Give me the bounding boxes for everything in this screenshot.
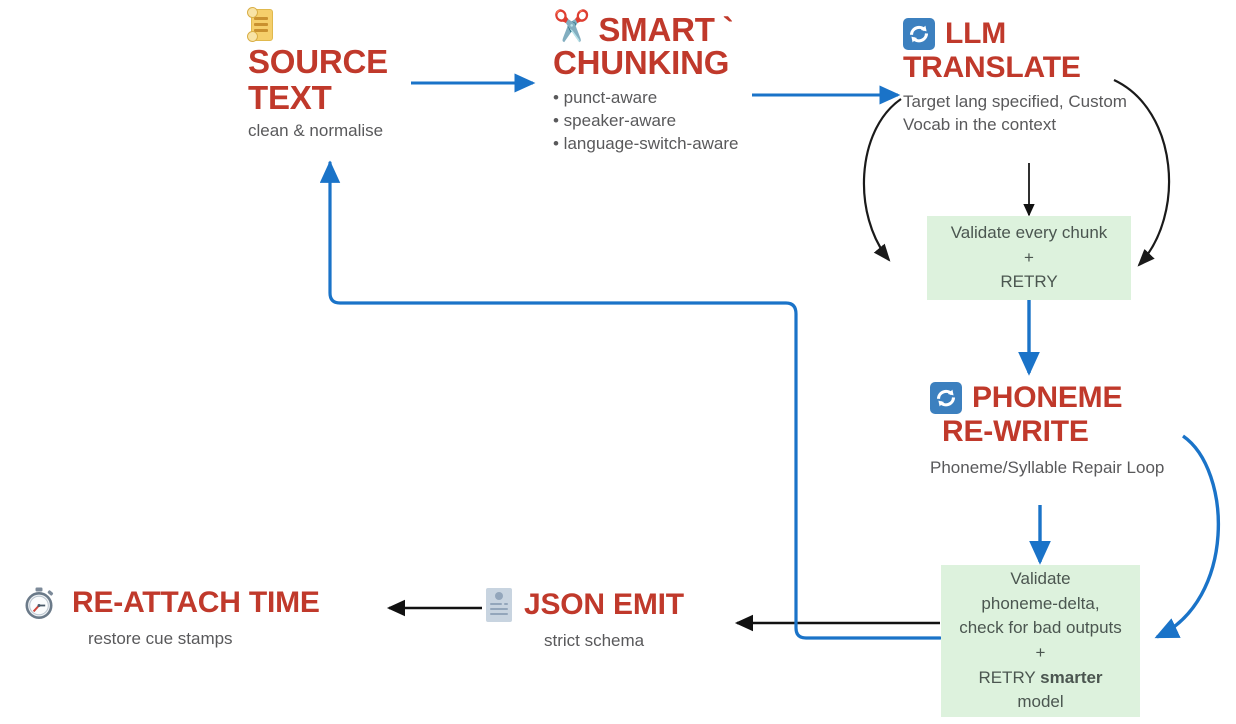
llm-translate-subtitle-line1: Target lang specified, Custom: [903, 91, 1127, 111]
sync-icon: [930, 382, 962, 415]
json-emit-subtitle: strict schema: [544, 631, 645, 650]
validate-chunk-line3: RETRY: [1000, 272, 1058, 292]
smart-chunking-tick: `: [722, 11, 734, 48]
llm-translate-title-line1: LLM: [945, 17, 1007, 50]
validate-chunk-line2: +: [1024, 247, 1034, 267]
validate-phoneme-line2: phoneme-delta,: [981, 593, 1100, 613]
validate-phoneme-line3: check for bad outputs: [959, 618, 1122, 638]
validate-phoneme-line5: RETRY smarter: [978, 666, 1102, 691]
re-attach-time-title: RE-ATTACH TIME: [72, 585, 320, 619]
validate-chunk-line1: Validate every chunk: [950, 223, 1108, 243]
validate-chunk-box[interactable]: Validate every chunk + RETRY: [927, 216, 1131, 300]
validate-phoneme-box[interactable]: Validate phoneme-delta, check for bad ou…: [941, 565, 1140, 717]
node-re-attach-time[interactable]: RE-ATTACH TIME restore cue stamps: [22, 586, 382, 651]
node-source-text[interactable]: SOURCE TEXT clean & normalise: [247, 7, 428, 143]
node-phoneme-rewrite[interactable]: PHONEME RE-WRITE Phoneme/Syllable Repair…: [930, 381, 1230, 480]
phoneme-subtitle: Phoneme/Syllable Repair Loop: [930, 457, 1165, 477]
source-text-title-line2: TEXT: [248, 78, 332, 116]
stopwatch-icon: [22, 586, 56, 620]
node-smart-chunking[interactable]: ✂️ SMART ` CHUNKING • punct-aware • spea…: [553, 12, 833, 156]
llm-translate-title-line2: TRANSLATE: [903, 51, 1081, 85]
document-icon: [486, 588, 512, 622]
source-text-subtitle: clean & normalise: [248, 121, 384, 141]
node-llm-translate[interactable]: LLM TRANSLATE Target lang specified, Cus…: [903, 17, 1203, 137]
validate-phoneme-line4: +: [1035, 643, 1046, 662]
feedback-loop-to-source-text: [319, 160, 942, 640]
bullet-punct-aware: • punct-aware: [553, 88, 658, 108]
validate-phoneme-line6: model: [1017, 692, 1064, 712]
retry-prefix: RETRY: [978, 667, 1041, 687]
node-json-emit[interactable]: JSON EMIT strict schema: [486, 588, 746, 653]
smart-chunking-bullets: • punct-aware • speaker-aware • language…: [553, 86, 833, 155]
retry-curve-left-translate: [862, 98, 902, 262]
source-text-title-line1: SOURCE: [248, 43, 388, 80]
re-attach-time-subtitle: restore cue stamps: [88, 629, 233, 648]
smart-chunking-title-line2: CHUNKING: [553, 43, 730, 81]
smart-chunking-title-line1: SMART: [598, 11, 715, 48]
scroll-icon: [247, 7, 428, 44]
bullet-language-switch-aware: • language-switch-aware: [553, 134, 739, 154]
scissors-icon: ✂️: [553, 10, 591, 43]
phoneme-title-line1: PHONEME: [972, 381, 1123, 414]
retry-smarter: smarter: [1040, 667, 1103, 687]
phoneme-title-line2: RE-WRITE: [942, 415, 1089, 449]
llm-translate-subtitle-line2: Vocab in the context: [903, 114, 1057, 134]
bullet-speaker-aware: • speaker-aware: [553, 111, 677, 131]
validate-phoneme-line1: Validate: [1010, 569, 1071, 589]
sync-icon: [903, 18, 935, 51]
json-emit-title: JSON EMIT: [524, 587, 684, 621]
